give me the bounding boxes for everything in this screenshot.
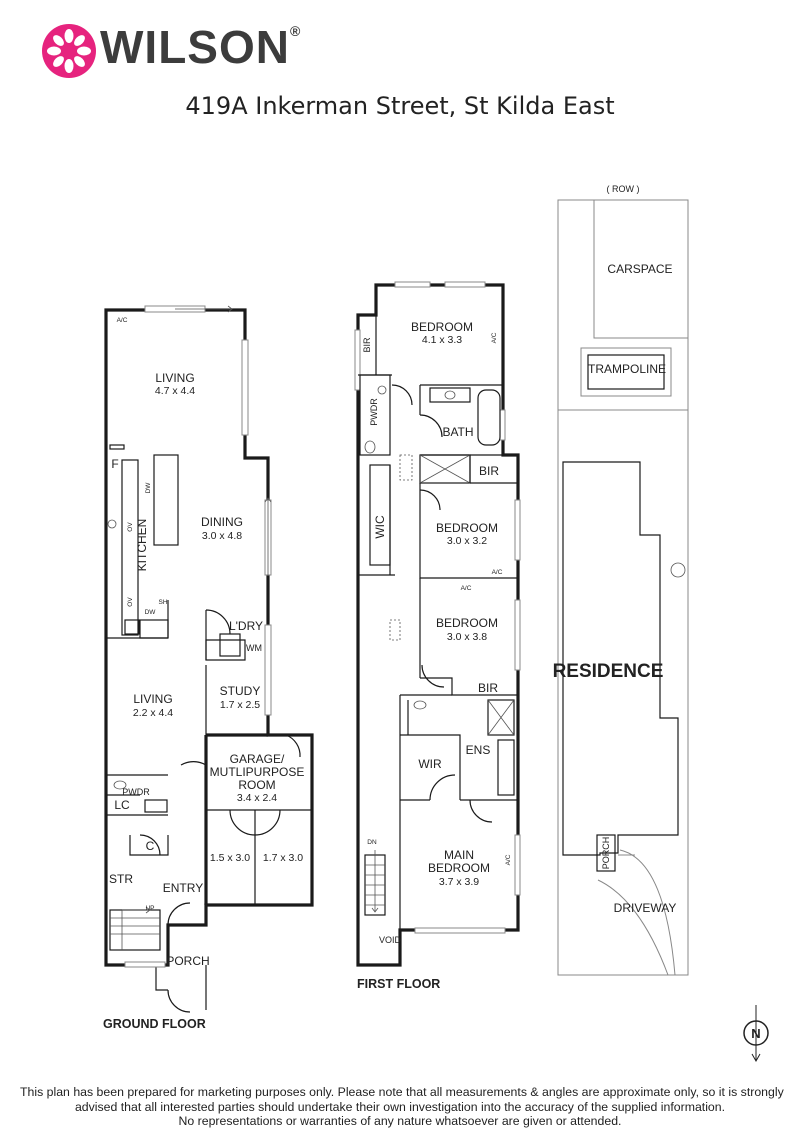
entry-label: ENTRY: [163, 881, 203, 895]
wic-label: WIC: [373, 515, 387, 539]
dw2-label: DW: [145, 609, 157, 616]
bath-label: BATH: [442, 425, 473, 439]
north-label: N: [751, 1026, 760, 1041]
bir3-label: BIR: [478, 681, 498, 695]
bedroom2-ac: A/C: [492, 569, 503, 576]
dining-dims: 3.0 x 4.8: [202, 530, 242, 542]
brand-name: WILSON®: [100, 21, 302, 73]
bedroom2-dims: 3.0 x 3.2: [447, 535, 487, 547]
garage-line2: MUTLIPURPOSE: [210, 765, 305, 779]
trampoline-label: TRAMPOLINE: [588, 362, 666, 376]
driveway-label: DRIVEWAY: [614, 901, 677, 915]
ov1-label: OV: [127, 522, 134, 532]
kitchen-name: KITCHEN: [135, 519, 149, 572]
first-floor-title: FIRST FLOOR: [357, 977, 440, 991]
fridge-label: F: [111, 457, 118, 471]
ground-floor-title: GROUND FLOOR: [103, 1017, 206, 1031]
bedroom1-name: BEDROOM: [411, 320, 473, 334]
up-label: UP: [145, 905, 154, 912]
main-bedroom-line2: BEDROOM: [428, 861, 490, 875]
void-label: VOID: [379, 935, 402, 945]
lc-label: LC: [114, 798, 130, 812]
living2-name: LIVING: [133, 692, 172, 706]
garage-line1: GARAGE/: [230, 752, 285, 766]
main-bedroom-dims: 3.7 x 3.9: [439, 876, 479, 888]
disclaimer-line-2: advised that all interested parties shou…: [74, 1099, 726, 1114]
ov2-label: OV: [127, 597, 134, 607]
property-address: 419A Inkerman Street, St Kilda East: [185, 92, 615, 120]
ens-label: ENS: [466, 743, 491, 757]
bedroom2-name: BEDROOM: [436, 521, 498, 535]
study-dims: 1.7 x 2.5: [220, 699, 260, 711]
bedroom1-dims: 4.1 x 3.3: [422, 334, 462, 346]
disclaimer-line-1: This plan has been prepared for marketin…: [20, 1085, 784, 1099]
bedroom3-name: BEDROOM: [436, 616, 498, 630]
header: WILSON® 419A Inkerman Street, St Kilda E…: [0, 0, 800, 140]
living2-dims: 2.2 x 4.4: [133, 707, 173, 719]
dining-name: DINING: [201, 515, 243, 529]
laundry-name: L'DRY: [229, 619, 263, 633]
bay2-dims: 1.7 x 3.0: [263, 852, 303, 864]
bir2-label: BIR: [479, 464, 499, 478]
dw-label: DW: [145, 482, 152, 494]
sh-label: SH: [158, 599, 167, 606]
site-plan: [557, 199, 689, 976]
disclaimer-line-3: No representations or warranties of any …: [178, 1114, 622, 1128]
dn-label: DN: [367, 839, 377, 846]
bedroom3-dims: 3.0 x 3.8: [447, 631, 487, 643]
ground-floor-plan: [104, 305, 314, 1013]
wilson-logo: [42, 24, 96, 78]
bedroom1-ac: A/C: [491, 332, 498, 343]
bir1-label: BIR: [362, 337, 372, 353]
disclaimer: This plan has been prepared for marketin…: [20, 1085, 784, 1129]
bedroom3-ac: A/C: [461, 585, 472, 592]
site-porch-label: PORCH: [601, 837, 611, 870]
residence-label: RESIDENCE: [553, 661, 664, 682]
porch-label: PORCH: [166, 954, 209, 968]
living1-dims: 4.7 x 4.4: [155, 385, 195, 397]
ac-label: A/C: [117, 317, 128, 324]
wir-label: WIR: [418, 757, 442, 771]
carspace-label: CARSPACE: [607, 262, 672, 276]
bay1-dims: 1.5 x 3.0: [210, 852, 250, 864]
str-label: STR: [109, 872, 133, 886]
north-arrow: [743, 1005, 769, 1063]
pwdr1-label: PWDR: [369, 398, 379, 426]
living1-name: LIVING: [155, 371, 194, 385]
garage-dims: 3.4 x 2.4: [237, 792, 277, 804]
main-bedroom-line1: MAIN: [444, 848, 474, 862]
pwdr-label: PWDR: [122, 787, 150, 797]
flower-icon: [42, 24, 96, 78]
first-floor-plan: [354, 281, 521, 967]
garage-line3: ROOM: [238, 778, 275, 792]
c-label: C: [146, 839, 155, 853]
study-name: STUDY: [220, 684, 261, 698]
main-bedroom-ac: A/C: [505, 854, 512, 865]
row-label: ( ROW ): [607, 184, 640, 194]
wm-label: WM: [246, 643, 262, 653]
